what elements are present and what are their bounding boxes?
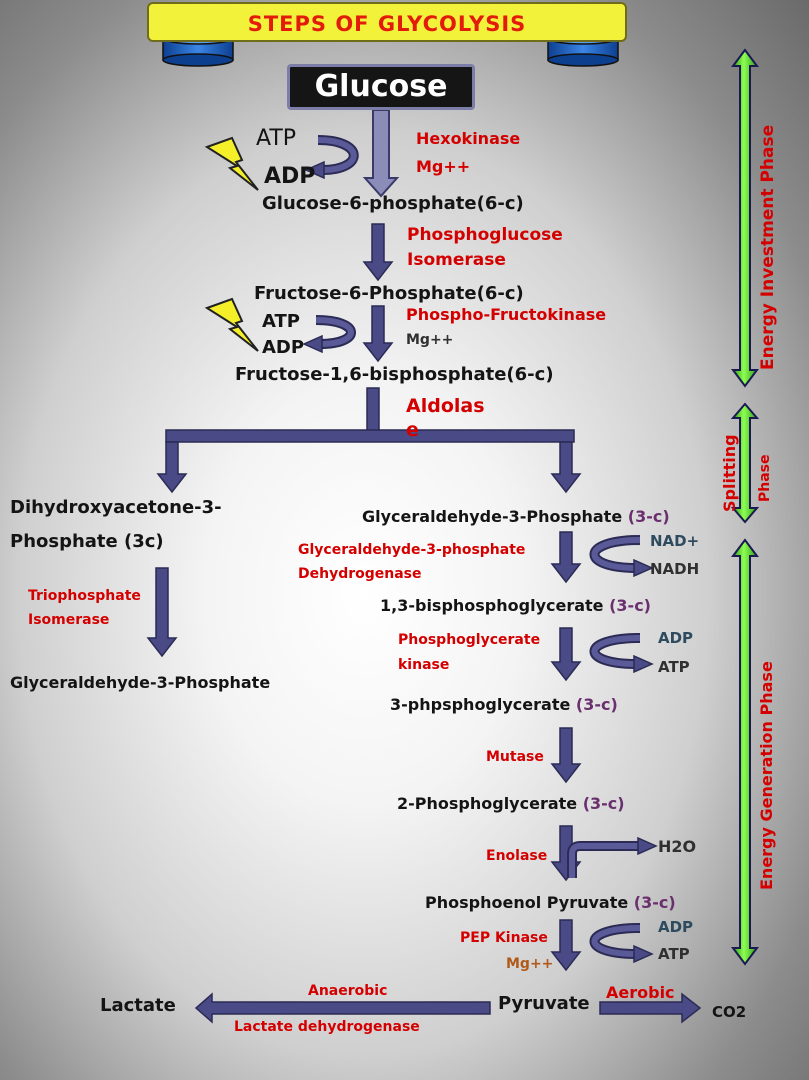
- enolase-label: Enolase: [486, 848, 548, 864]
- mutase-label: Mutase: [486, 749, 544, 765]
- g3pdh-label-1: Glyceraldehyde-3-phosphate: [298, 542, 526, 558]
- pyruvate-label: Pyruvate: [498, 993, 590, 1014]
- step3-atp: ATP: [262, 311, 301, 332]
- pgk-atp-label: ATP: [658, 658, 690, 676]
- lightning-icon: [204, 297, 259, 352]
- co2-arrow: [599, 992, 702, 1024]
- enolase-water-curve: [567, 841, 640, 878]
- pg3-arrow: [550, 727, 582, 784]
- tpi-label-2: Isomerase: [28, 612, 110, 628]
- step1-adp: ADP: [264, 164, 316, 189]
- hexokinase-cofactor: Mg++: [416, 157, 471, 176]
- pk-adp-label: ADP: [658, 918, 694, 936]
- hexokinase-label: Hexokinase: [416, 129, 521, 148]
- g6p-arrow: [362, 223, 394, 282]
- splitting-phase-bar: [730, 402, 760, 524]
- dhap-label-2: Phosphate (3c): [10, 531, 164, 552]
- lactate-label: Lactate: [100, 995, 176, 1016]
- splitting-phase-label-2: Phase: [757, 454, 773, 502]
- pgi-label-2: Isomerase: [407, 250, 506, 270]
- pfk-curve-head: [302, 334, 323, 354]
- aldolase-label-2: e: [406, 419, 419, 441]
- investment-phase-bar: [731, 48, 759, 388]
- page-title: STEPS OF GLYCOLYSIS: [247, 12, 527, 36]
- pfk-cofactor: Mg++: [406, 332, 454, 348]
- splitting-phase-label: Splitting: [720, 434, 739, 512]
- pg3-label: 3-phpsphoglycerate (3-c): [390, 695, 618, 714]
- anaerobic-label: Anaerobic: [308, 983, 388, 999]
- g3pdh-curve-head: [633, 558, 654, 578]
- split-left-arrow: [156, 441, 188, 494]
- f16bp-label: Fructose-1,6-bisphosphate(6-c): [235, 364, 554, 385]
- tpi-label-1: Triophosphate: [28, 588, 141, 604]
- pgk-adp-label: ADP: [658, 629, 694, 647]
- left-g3p-label: Glyceraldehyde-3-Phosphate: [10, 673, 271, 692]
- f6p-arrow: [362, 305, 394, 363]
- step3-adp: ADP: [262, 337, 305, 358]
- dhap-label-1: Dihydroxyacetone-3-: [10, 497, 222, 518]
- pgk-curve-head: [633, 654, 654, 674]
- pgk-label-1: Phosphoglycerate: [398, 632, 541, 648]
- lactate-arrow: [194, 992, 491, 1024]
- split-bar: [165, 429, 575, 443]
- generation-phase-label: Energy Generation Phase: [757, 661, 776, 890]
- pg2-label: 2-Phosphoglycerate (3-c): [397, 794, 625, 813]
- split-stem: [366, 387, 380, 433]
- pgi-label-1: Phosphoglucose: [407, 225, 563, 245]
- investment-phase-label: Energy Investment Phase: [758, 124, 778, 370]
- generation-phase-bar: [731, 538, 759, 966]
- glucose-box: Glucose: [287, 64, 475, 110]
- pgk-label-2: kinase: [398, 657, 450, 673]
- nadh-label: NADH: [650, 560, 700, 578]
- bpg-label: 1,3-bisphosphoglycerate (3-c): [380, 596, 651, 615]
- dhap-arrow: [146, 567, 178, 658]
- g3p-arrow: [550, 531, 582, 584]
- pk-atp-label: ATP: [658, 945, 690, 963]
- aerobic-label: Aerobic: [606, 983, 675, 1002]
- pep-arrow: [550, 919, 582, 972]
- pep-label: Phosphoenol Pyruvate (3-c): [425, 893, 676, 912]
- g3p-label: Glyceraldehyde-3-Phosphate (3-c): [362, 507, 670, 526]
- f6p-label: Fructose-6-Phosphate(6-c): [254, 283, 524, 304]
- enolase-curve-head: [637, 836, 658, 856]
- bpg-arrow: [550, 627, 582, 682]
- water-label: H2O: [658, 837, 697, 856]
- step1-atp: ATP: [256, 126, 297, 151]
- co2-label: CO2: [712, 1003, 747, 1021]
- pk-curve-head: [633, 944, 654, 964]
- pfk-label: Phospho-Fructokinase: [406, 305, 607, 324]
- lightning-icon: [204, 136, 259, 191]
- nad-label: NAD+: [650, 532, 700, 550]
- pk-cofactor: Mg++: [506, 956, 554, 972]
- g3pdh-label-2: Dehydrogenase: [298, 566, 422, 582]
- glucose-arrow: [362, 109, 400, 198]
- hexokinase-curve-head: [304, 160, 325, 180]
- g6p-label: Glucose-6-phosphate(6-c): [262, 193, 524, 214]
- title-banner: STEPS OF GLYCOLYSIS: [147, 2, 627, 42]
- aldolase-label-1: Aldolas: [406, 395, 485, 417]
- ldh-label: Lactate dehydrogenase: [234, 1019, 420, 1035]
- split-right-arrow: [550, 441, 582, 494]
- pk-label: PEP Kinase: [460, 930, 548, 946]
